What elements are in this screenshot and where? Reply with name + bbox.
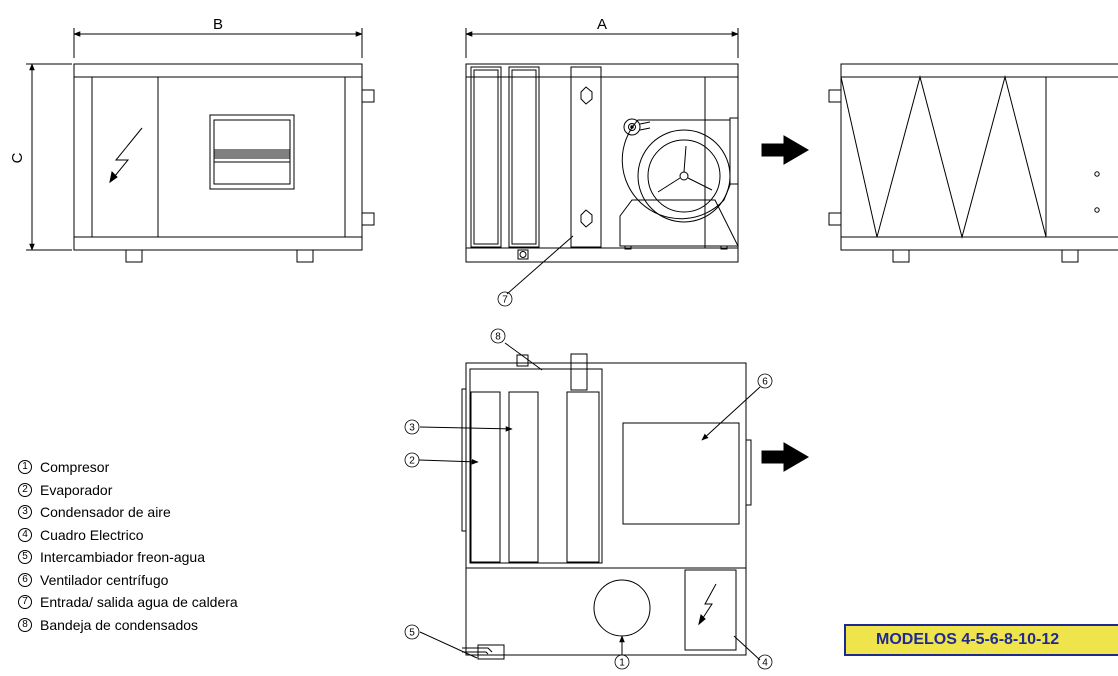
callouts xyxy=(404,291,773,670)
callout-5: 5 xyxy=(409,628,415,639)
callout-8: 8 xyxy=(495,332,501,343)
lightning-icon xyxy=(109,127,143,184)
callout-numbers: 7 8 3 2 6 5 1 4 xyxy=(409,295,768,669)
side-view-b xyxy=(26,28,375,263)
callout-3: 3 xyxy=(409,423,415,434)
callout-6: 6 xyxy=(762,377,768,388)
air-flow-arrow-icon xyxy=(761,135,809,472)
top-view xyxy=(418,342,761,661)
callout-1: 1 xyxy=(619,658,625,669)
dimension-c-label: C xyxy=(9,152,26,163)
callout-7: 7 xyxy=(502,295,508,306)
models-label: MODELOS 4-5-6-8-10-12 xyxy=(844,624,1118,656)
dimension-b-label: B xyxy=(213,16,223,33)
callout-2: 2 xyxy=(409,456,415,467)
callout-4: 4 xyxy=(762,658,768,669)
front-view-a xyxy=(465,28,739,295)
centrifugal-fan-icon xyxy=(619,117,739,250)
back-view xyxy=(828,63,1118,263)
dimension-a-label: A xyxy=(597,16,607,33)
